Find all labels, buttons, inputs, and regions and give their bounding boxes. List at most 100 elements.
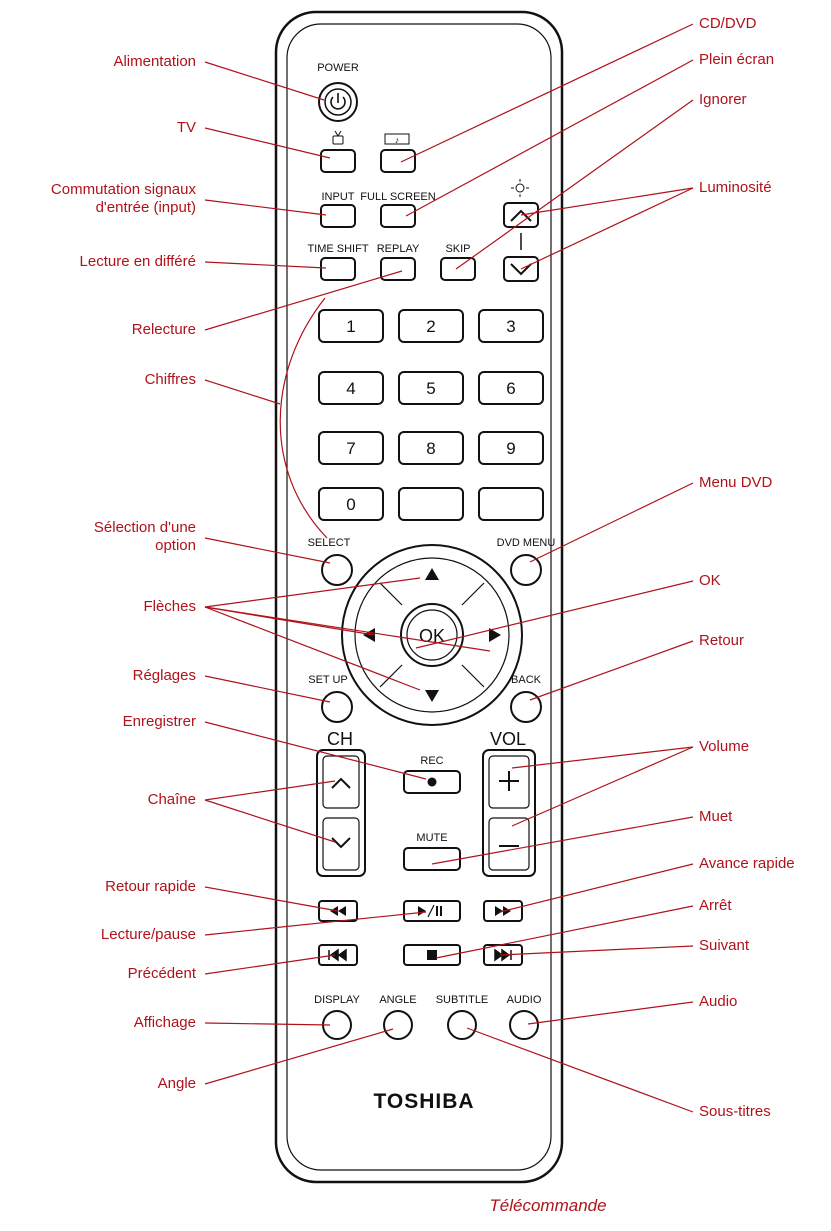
audio-label: AUDIO — [507, 994, 542, 1006]
label-enregistrer: Enregistrer — [123, 713, 196, 730]
channel-down-button[interactable] — [322, 817, 360, 871]
stop-icon — [427, 950, 437, 960]
figure-caption: Télécommande — [489, 1196, 606, 1215]
select-label: SELECT — [308, 537, 351, 549]
label-retour: Retour — [699, 632, 744, 649]
arrow-left-icon[interactable] — [363, 628, 375, 642]
right-labels: CD/DVD Plein écran Ignorer Luminosité Me… — [699, 15, 795, 1120]
digit-6-button[interactable] — [478, 371, 544, 405]
replay-button[interactable] — [380, 257, 416, 281]
label-ignorer: Ignorer — [699, 91, 747, 108]
subtitle-button[interactable] — [447, 1010, 477, 1040]
label-muet: Muet — [699, 808, 733, 825]
volume-down-button[interactable] — [488, 817, 530, 871]
cd-dvd-icon: ♪ — [384, 133, 410, 145]
full-screen-button[interactable] — [380, 204, 416, 228]
arrow-down-icon[interactable] — [425, 690, 439, 702]
label-fleches: Flèches — [143, 598, 196, 615]
tv-button[interactable] — [320, 149, 356, 173]
label-selection-line2: option — [155, 537, 196, 554]
input-label: INPUT — [322, 191, 355, 203]
label-ok: OK — [699, 572, 721, 589]
power-icon — [330, 93, 346, 110]
label-lecture-pause: Lecture/pause — [101, 926, 196, 943]
label-reglages: Réglages — [133, 667, 196, 684]
digit-3-button[interactable] — [478, 309, 544, 343]
vol-label: VOL — [490, 729, 526, 749]
display-label: DISPLAY — [314, 994, 360, 1006]
brightness-icon — [511, 179, 529, 197]
input-button[interactable] — [320, 204, 356, 228]
previous-button[interactable] — [318, 944, 358, 966]
navigation-pad: OK — [341, 544, 523, 726]
label-commutation-line1: Commutation signaux — [51, 181, 197, 198]
number-pad: 1 2 3 4 5 6 7 8 9 0 — [318, 309, 544, 521]
blank-button-2[interactable] — [478, 487, 544, 521]
label-tv: TV — [177, 119, 196, 136]
select-button[interactable] — [321, 554, 353, 586]
angle-button[interactable] — [383, 1010, 413, 1040]
power-button[interactable] — [318, 82, 358, 122]
time-shift-label: TIME SHIFT — [307, 243, 368, 255]
label-alimentation: Alimentation — [113, 53, 196, 70]
digit-0-button[interactable] — [318, 487, 384, 521]
stop-button[interactable] — [403, 944, 461, 966]
play-pause-button[interactable] — [403, 900, 461, 922]
digit-3-label: 3 — [506, 317, 515, 336]
label-arret: Arrêt — [699, 897, 732, 914]
cd-dvd-button[interactable] — [380, 149, 416, 173]
back-button[interactable] — [510, 691, 542, 723]
digit-1-button[interactable] — [318, 309, 384, 343]
arrow-up-icon[interactable] — [425, 568, 439, 580]
set-up-button[interactable] — [321, 691, 353, 723]
digit-2-button[interactable] — [398, 309, 464, 343]
digit-9-button[interactable] — [478, 431, 544, 465]
digit-6-label: 6 — [506, 379, 515, 398]
digit-7-button[interactable] — [318, 431, 384, 465]
channel-up-button[interactable] — [322, 755, 360, 809]
digit-9-label: 9 — [506, 439, 515, 458]
mute-button[interactable] — [403, 847, 461, 871]
power-label: POWER — [317, 62, 359, 74]
digit-8-button[interactable] — [398, 431, 464, 465]
skip-button[interactable] — [440, 257, 476, 281]
angle-label: ANGLE — [379, 994, 416, 1006]
svg-text:♪: ♪ — [395, 135, 400, 145]
digit-4-button[interactable] — [318, 371, 384, 405]
label-menu-dvd: Menu DVD — [699, 474, 773, 491]
blank-button-1[interactable] — [398, 487, 464, 521]
label-precedent: Précédent — [128, 965, 197, 982]
label-chaine: Chaîne — [148, 791, 196, 808]
time-shift-button[interactable] — [320, 257, 356, 281]
channel-rocker — [316, 749, 366, 877]
ok-button[interactable] — [400, 603, 464, 667]
digit-8-label: 8 — [426, 439, 435, 458]
digit-5-label: 5 — [426, 379, 435, 398]
volume-rocker — [482, 749, 536, 877]
label-sous-titres: Sous-titres — [699, 1103, 771, 1120]
back-label: BACK — [511, 674, 542, 686]
rec-button[interactable] — [403, 770, 461, 794]
plus-icon — [499, 771, 519, 791]
set-up-label: SET UP — [308, 674, 348, 686]
dvd-menu-label: DVD MENU — [497, 537, 556, 549]
leader-lines — [204, 23, 694, 1113]
label-affichage: Affichage — [134, 1014, 196, 1031]
mute-label: MUTE — [416, 832, 447, 844]
arrow-right-icon[interactable] — [489, 628, 501, 642]
digit-5-button[interactable] — [398, 371, 464, 405]
dvd-menu-button[interactable] — [510, 554, 542, 586]
audio-button[interactable] — [509, 1010, 539, 1040]
label-selection-line1: Sélection d'une — [94, 519, 196, 536]
label-chiffres: Chiffres — [145, 371, 196, 388]
skip-label: SKIP — [445, 243, 470, 255]
label-luminosite: Luminosité — [699, 179, 772, 196]
tv-icon — [332, 130, 344, 145]
label-plein-ecran: Plein écran — [699, 51, 774, 68]
digit-7-label: 7 — [346, 439, 355, 458]
label-avance-rapide: Avance rapide — [699, 855, 795, 872]
label-relecture: Relecture — [132, 321, 196, 338]
chevron-up-icon — [331, 777, 351, 789]
replay-label: REPLAY — [377, 243, 420, 255]
